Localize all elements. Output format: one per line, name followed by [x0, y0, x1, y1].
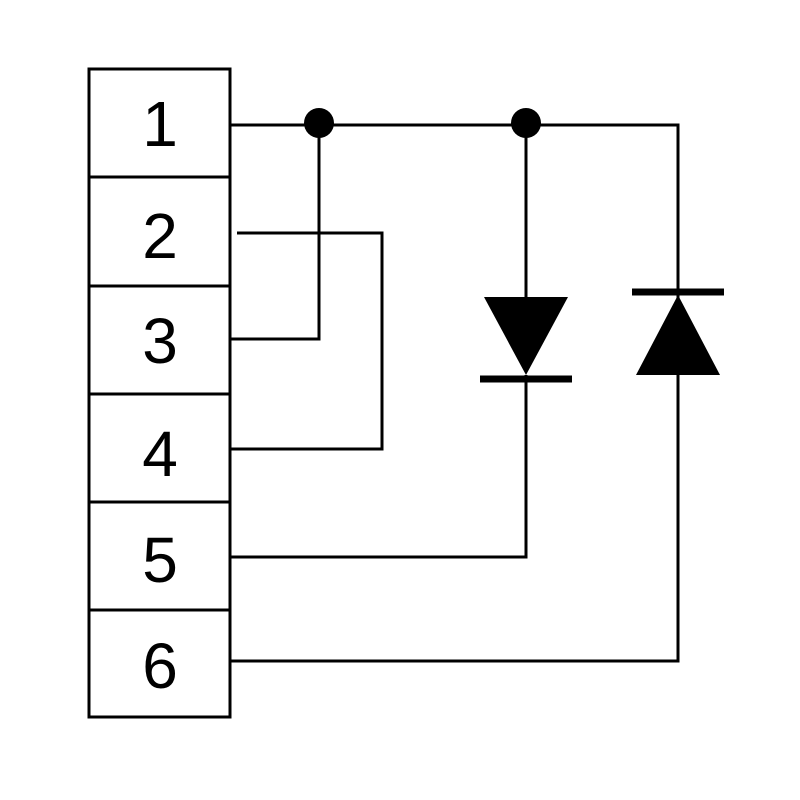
diode-2-triangle — [636, 295, 720, 375]
pin-labels: 1 2 3 4 5 6 — [142, 88, 178, 702]
connector-block — [87, 67, 232, 719]
pin-label-3: 3 — [142, 305, 178, 377]
junction-dot — [511, 108, 541, 138]
junction-dots — [304, 108, 541, 138]
diode-1-triangle — [484, 297, 568, 375]
pin-label-6: 6 — [142, 630, 178, 702]
pin-label-4: 4 — [142, 418, 178, 490]
pin-label-2: 2 — [142, 200, 178, 272]
diode-1 — [480, 297, 572, 383]
wire-pin6-to-diode2 — [230, 375, 680, 663]
pin-label-1: 1 — [142, 88, 178, 160]
junction-dot — [304, 108, 334, 138]
pin-label-5: 5 — [142, 524, 178, 596]
wire-pin2-to-pin4 — [230, 231, 384, 451]
diode-2 — [632, 288, 724, 375]
wire-pin3-to-pin1 — [230, 125, 321, 341]
wire-diode1-to-pin5 — [230, 375, 528, 559]
wires — [230, 123, 680, 663]
